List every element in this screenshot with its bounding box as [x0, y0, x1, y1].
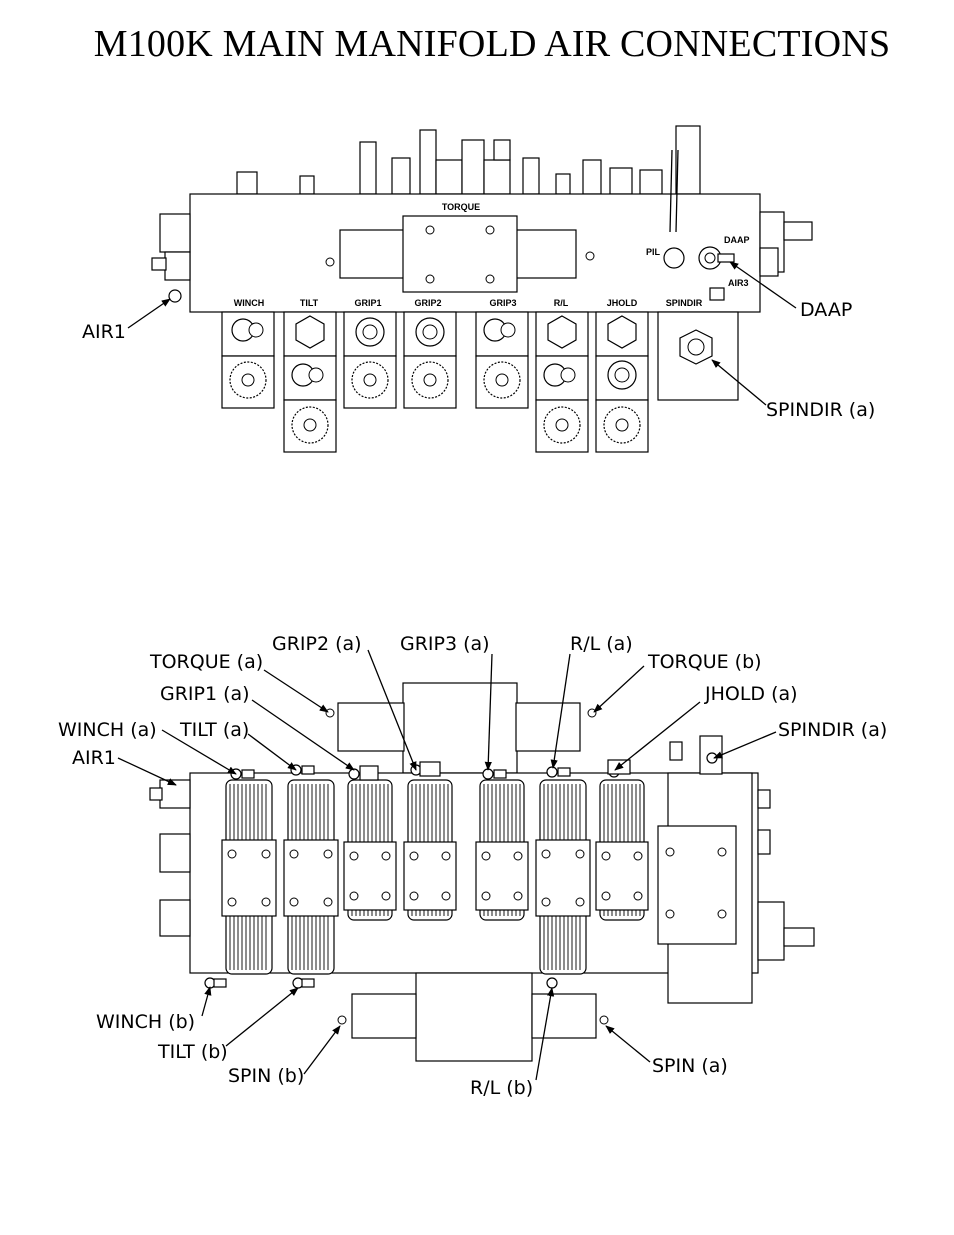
- top-fittings: [237, 126, 700, 194]
- tilt-a-label: TILT (a): [179, 719, 249, 741]
- spindir-a-bottom-label: SPINDIR (a): [778, 719, 887, 741]
- jhold-a-label: JHOLD (a): [704, 683, 798, 705]
- plate-bolt: [514, 852, 522, 860]
- plate-bolt: [382, 892, 390, 900]
- plate-bolt: [262, 850, 270, 858]
- bottom-view: GRIP2 (a) GRIP3 (a) R/L (a) TORQUE (a) T…: [58, 633, 887, 1099]
- grip2-block-label: GRIP2: [414, 298, 441, 308]
- bottom-torque-body: [403, 683, 517, 773]
- daap-block-label: DAAP: [724, 235, 750, 245]
- grip2-a-label: GRIP2 (a): [272, 633, 362, 655]
- spindir-a-top-label: SPINDIR (a): [766, 399, 875, 421]
- spin-b-label: SPIN (b): [228, 1065, 304, 1087]
- spin-a-label: SPIN (a): [652, 1055, 728, 1077]
- plate-bolt: [602, 852, 610, 860]
- winch-b-label: WINCH (b): [96, 1011, 195, 1033]
- torque-a-label: TORQUE (a): [149, 651, 263, 673]
- rl-a-label: R/L (a): [570, 633, 633, 655]
- plate-bolt: [290, 850, 298, 858]
- plate-bolt: [410, 852, 418, 860]
- plate-bolt: [542, 898, 550, 906]
- plate-bolt: [482, 852, 490, 860]
- winch-a-label: WINCH (a): [58, 719, 157, 741]
- torque-valve-body: [403, 216, 517, 292]
- plate-bolt: [442, 852, 450, 860]
- plate-bolt: [350, 892, 358, 900]
- torque-valve-right: [516, 230, 576, 278]
- plate-bolt: [634, 852, 642, 860]
- grip3-a-label: GRIP3 (a): [400, 633, 490, 655]
- air1-top-label: AIR1: [82, 321, 126, 343]
- tilt-block-label: TILT: [300, 298, 319, 308]
- plate-bolt: [350, 852, 358, 860]
- plate-bolt: [576, 898, 584, 906]
- plate-bolt: [576, 850, 584, 858]
- plate-bolt: [442, 892, 450, 900]
- spin-valve-body: [416, 973, 532, 1061]
- grip3-block-label: GRIP3: [489, 298, 516, 308]
- plate-bolt: [514, 892, 522, 900]
- plate-bolt: [542, 850, 550, 858]
- top-view: TORQUE PIL DAAP AIR3 WINCH TILT GRIP1 GR…: [82, 126, 875, 452]
- torque-block-label: TORQUE: [442, 202, 480, 212]
- winch-block-label: WINCH: [234, 298, 265, 308]
- plate-bolt: [410, 892, 418, 900]
- plate-bolt: [324, 850, 332, 858]
- air3-label: AIR3: [728, 278, 749, 288]
- plate-bolt: [228, 898, 236, 906]
- plate-bolt: [482, 892, 490, 900]
- plate-bolt: [382, 852, 390, 860]
- torque-valve-left: [340, 230, 404, 278]
- top-valve-stacks: [222, 312, 738, 452]
- plate-bolt: [634, 892, 642, 900]
- jhold-block-label: JHOLD: [607, 298, 638, 308]
- plate-bolt: [290, 898, 298, 906]
- plate-bolt: [228, 850, 236, 858]
- plate-bolt: [602, 892, 610, 900]
- grip1-a-label: GRIP1 (a): [160, 683, 250, 705]
- daap-top-label: DAAP: [800, 299, 852, 321]
- rl-block-label: R/L: [554, 298, 569, 308]
- plate-bolt: [262, 898, 270, 906]
- pil-label: PIL: [646, 247, 661, 257]
- grip1-block-label: GRIP1: [354, 298, 381, 308]
- plate-bolt: [324, 898, 332, 906]
- air1-bottom-label: AIR1: [72, 747, 116, 769]
- tilt-b-label: TILT (b): [157, 1041, 228, 1063]
- torque-b-label: TORQUE (b): [647, 651, 762, 673]
- spindir-block-label: SPINDIR: [666, 298, 703, 308]
- rl-b-label: R/L (b): [470, 1077, 533, 1099]
